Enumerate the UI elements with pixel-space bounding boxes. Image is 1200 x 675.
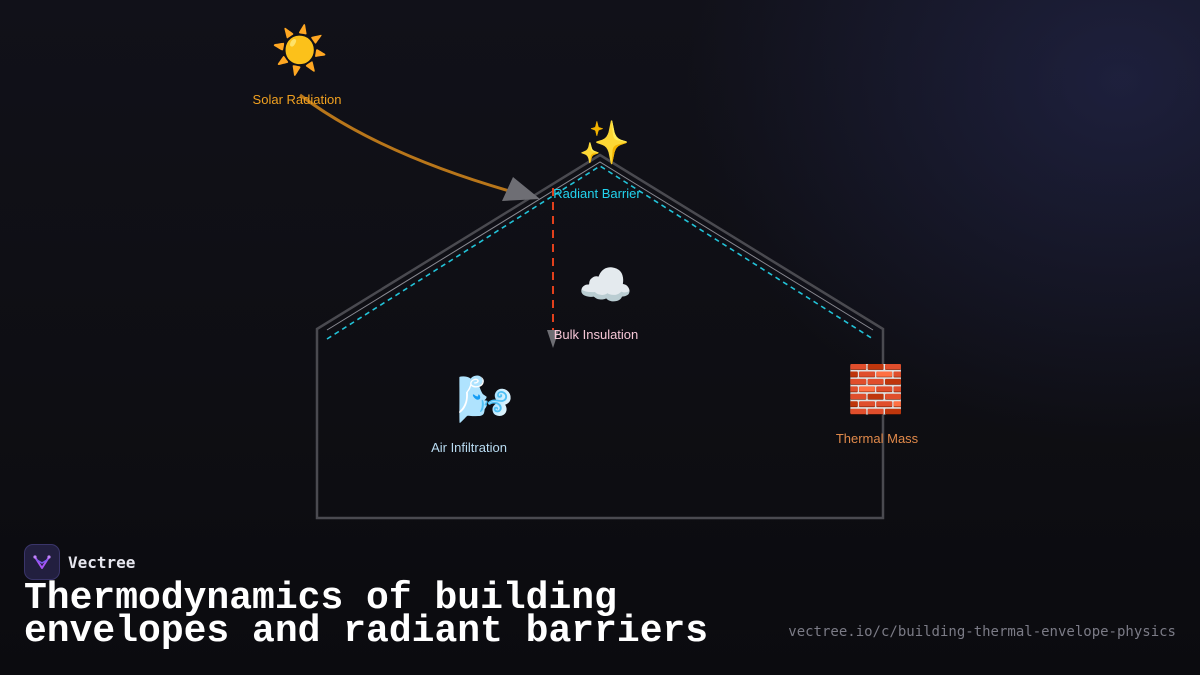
thermal-mass-label: Thermal Mass (835, 431, 919, 446)
sun-icon: ☀️ (271, 23, 329, 77)
air-infiltration-label: Air Infiltration (431, 440, 507, 455)
house-outline (315, 153, 885, 520)
brand-name: Vectree (68, 552, 136, 572)
radiant-barrier-label: Radiant Barrier (553, 186, 641, 201)
cloud-icon: ☁️ (578, 260, 633, 311)
page-title: Thermodynamics of building envelopes and… (24, 577, 709, 653)
heat-arrowhead (547, 330, 559, 348)
solar-radiation-arrow (299, 93, 521, 196)
vectree-logo-icon (24, 544, 60, 580)
brand: Vectree (24, 544, 135, 580)
inner-roof-line (326, 161, 874, 331)
solar-radiation-label: Solar Radiation (252, 92, 342, 107)
source-url[interactable]: vectree.io/c/building-thermal-envelope-p… (788, 624, 1176, 640)
sparkles-icon: ✨ (578, 118, 631, 167)
solar-arrowhead (502, 177, 540, 201)
bulk-insulation-label: Bulk Insulation (553, 327, 639, 342)
brick-icon: 🧱 (847, 362, 905, 416)
wind-icon: 🌬️ (456, 372, 514, 426)
